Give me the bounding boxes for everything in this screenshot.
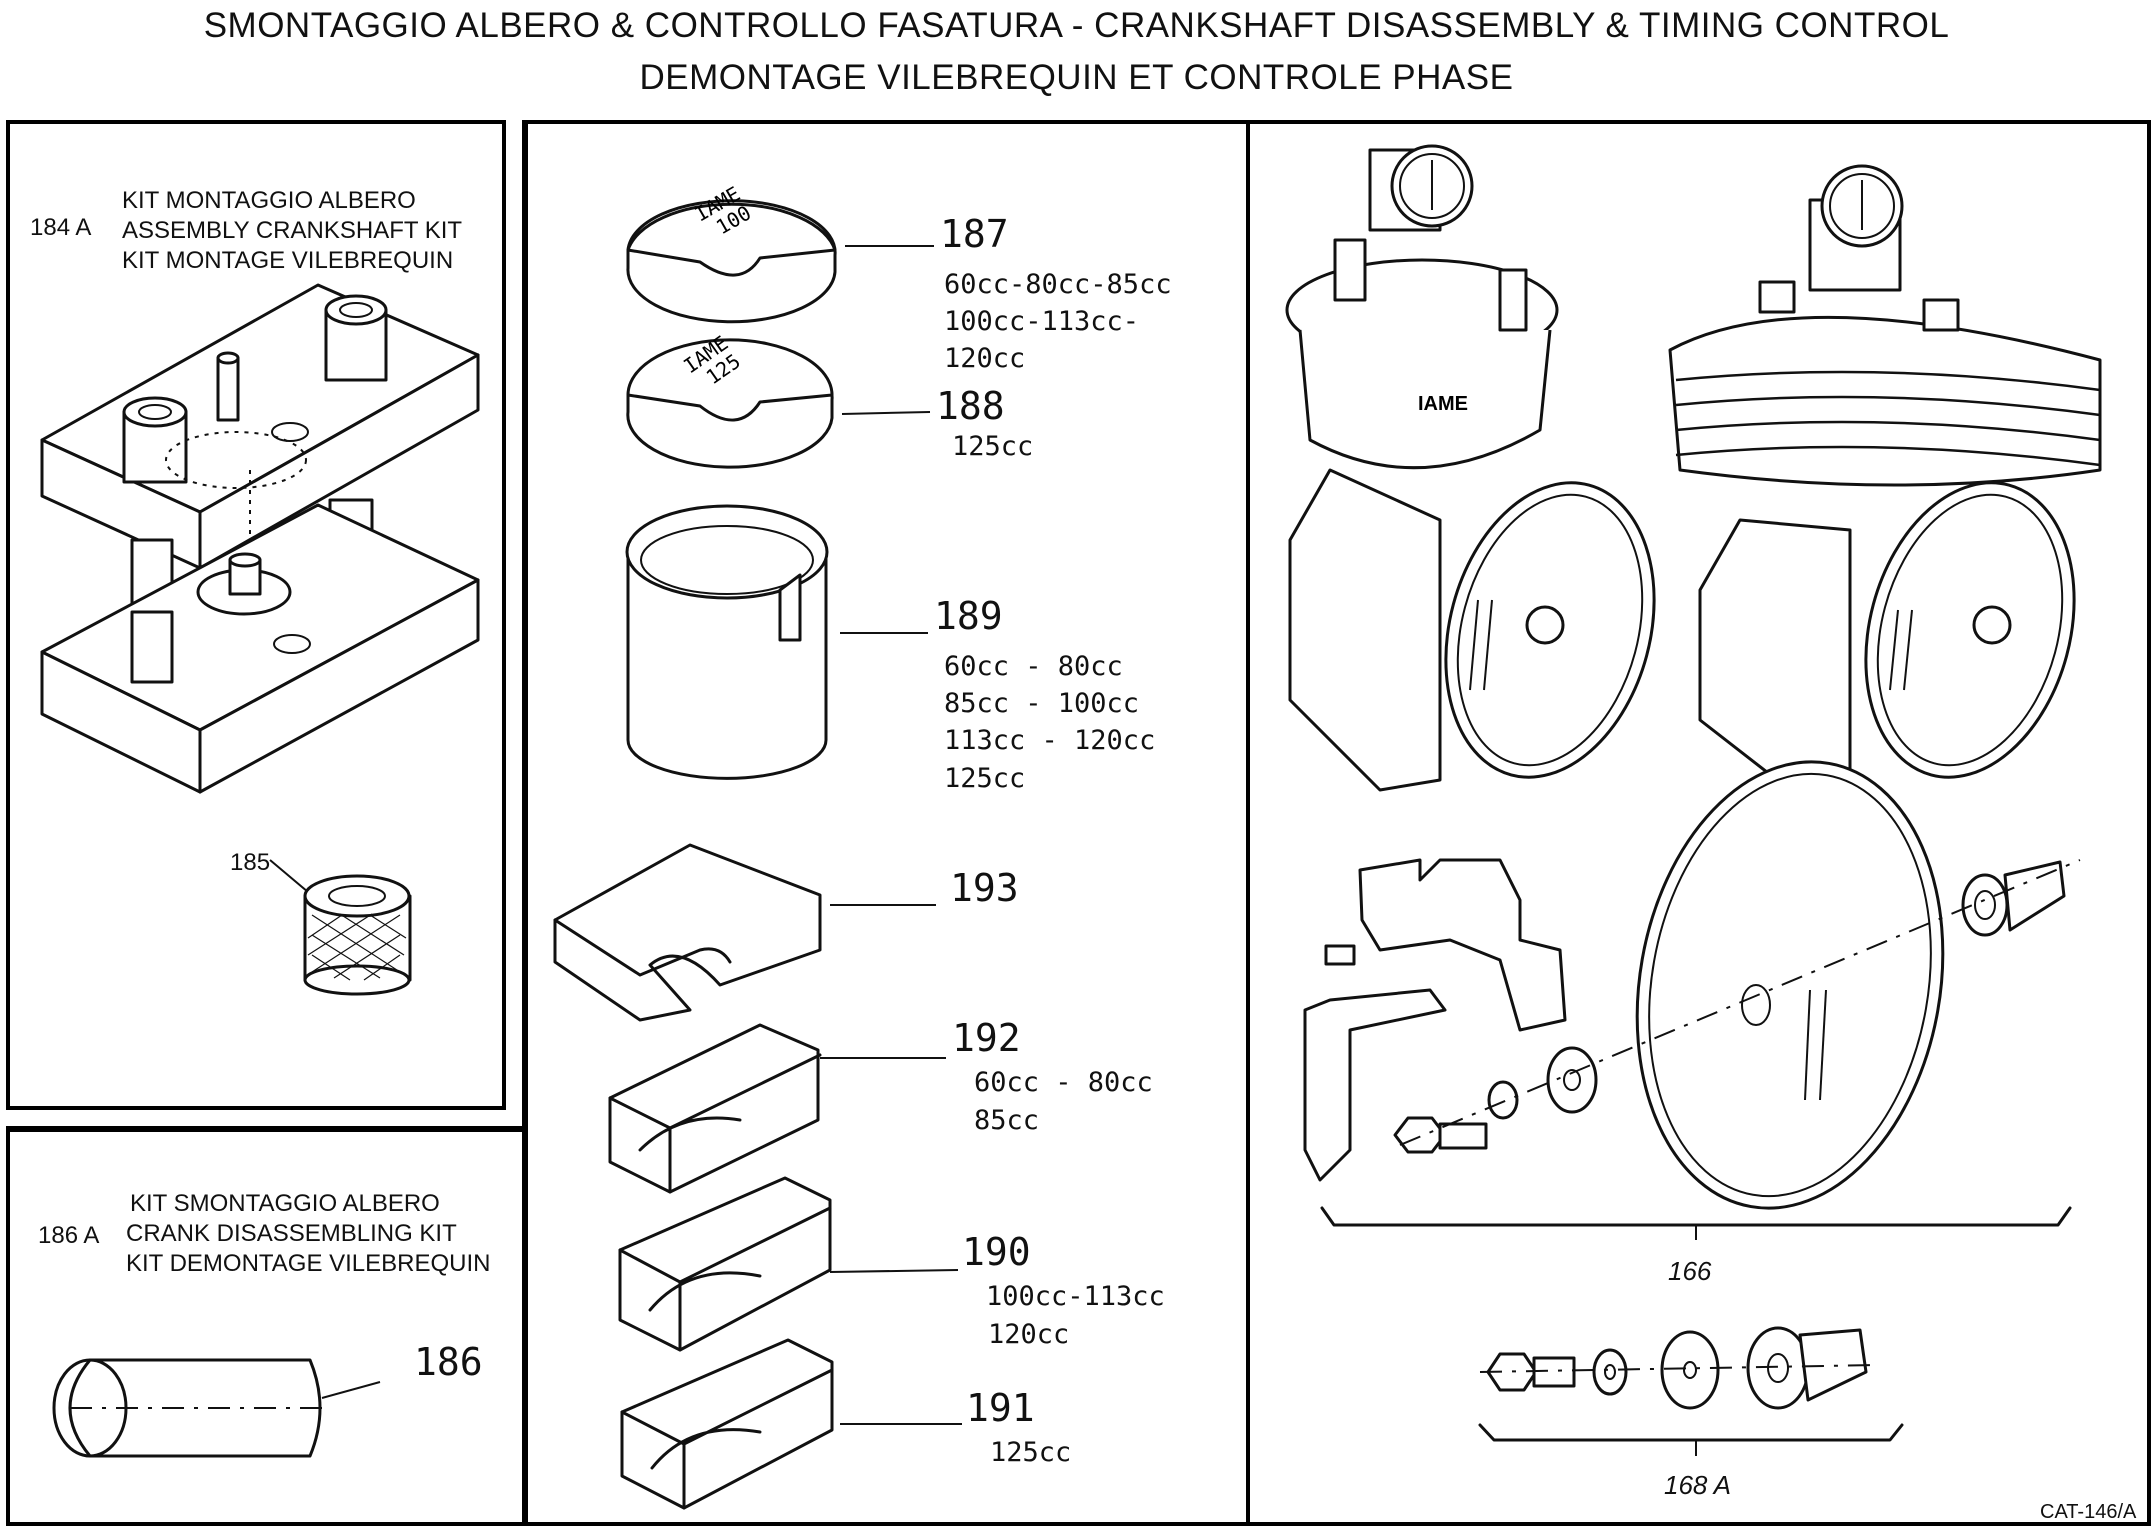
- part-188-washer-illustration: [626, 338, 931, 469]
- part-189-sleeve-illustration: [625, 504, 928, 780]
- part-186-code: 186: [414, 1340, 483, 1384]
- part-185-code: 185: [230, 849, 271, 876]
- part-192-code: 192: [952, 1016, 1021, 1060]
- part-187-desc-3: 120cc: [944, 343, 1026, 374]
- part-193-support-illustration: [553, 843, 936, 1022]
- part-185-knurled-nut-illustration: [269, 859, 412, 996]
- panel-kit-184: [6, 120, 506, 1110]
- title-line-2: DEMONTAGE VILEBREQUIN ET CONTROLE PHASE: [639, 58, 1514, 97]
- panel-timing: [1246, 120, 2151, 1526]
- catalog-reference: CAT-146/A: [2040, 1501, 2137, 1523]
- part-187-desc-1: 60cc-80cc-85cc: [944, 269, 1172, 300]
- kit-184-line-en: ASSEMBLY CRANKSHAFT KIT: [122, 217, 463, 244]
- part-187-washer-illustration: [626, 199, 934, 324]
- part-190-code: 190: [962, 1230, 1031, 1274]
- group-168-code: 168 A: [1664, 1470, 1731, 1500]
- engine-right-with-dial-gauge-illustration: [1668, 164, 2102, 792]
- part-191-block-illustration: [620, 1338, 962, 1510]
- group-166-code: 166: [1668, 1256, 1712, 1286]
- part-191-desc-1: 125cc: [990, 1437, 1072, 1468]
- part-189-desc-4: 125cc: [944, 763, 1026, 794]
- part-186-pin-illustration: [52, 1358, 381, 1458]
- part-189-code: 189: [934, 594, 1003, 638]
- part-192-desc-2: 85cc: [974, 1105, 1040, 1136]
- part-191-code: 191: [966, 1386, 1035, 1430]
- kit-184-code: 184 A: [30, 214, 92, 241]
- part-188-desc-1: 125cc: [952, 431, 1034, 462]
- kit-186-line-en: CRANK DISASSEMBLING KIT: [126, 1220, 457, 1247]
- kit-186-line-fr: KIT DEMONTAGE VILEBREQUIN: [126, 1250, 491, 1277]
- part-190-desc-2: 120cc: [988, 1319, 1070, 1350]
- title-line-1: SMONTAGGIO ALBERO & CONTROLLO FASATURA -…: [203, 6, 1950, 45]
- part-189-desc-2: 85cc - 100cc: [944, 688, 1140, 719]
- part-190-desc-1: 100cc-113cc: [986, 1281, 1165, 1312]
- kit-184-line-fr: KIT MONTAGE VILEBREQUIN: [122, 247, 454, 274]
- part-192-desc-1: 60cc - 80cc: [974, 1067, 1153, 1098]
- kit-186-code: 186 A: [38, 1222, 100, 1249]
- part-187-code: 187: [940, 212, 1009, 256]
- engine-left-with-dial-gauge-illustration: IAME: [1285, 144, 1656, 792]
- kit-184-line-it: KIT MONTAGGIO ALBERO: [122, 187, 416, 214]
- part-192-block-illustration: [608, 1023, 946, 1194]
- part-188-code: 188: [936, 384, 1005, 428]
- timing-kit-168a-illustration: [1478, 1326, 1904, 1456]
- kit-186-line-it: KIT SMONTAGGIO ALBERO: [130, 1190, 440, 1217]
- part-189-desc-3: 113cc - 120cc: [944, 725, 1156, 756]
- crankshaft-assembly-press-illustration: [40, 283, 480, 794]
- part-190-block-illustration: [618, 1176, 959, 1352]
- timing-kit-166-exploded-illustration: [1303, 760, 2081, 1240]
- cylinder-brand-left: IAME: [1418, 393, 1468, 415]
- part-189-desc-1: 60cc - 80cc: [944, 651, 1123, 682]
- part-193-code: 193: [950, 866, 1019, 910]
- part-187-desc-2: 100cc-113cc-: [944, 306, 1140, 337]
